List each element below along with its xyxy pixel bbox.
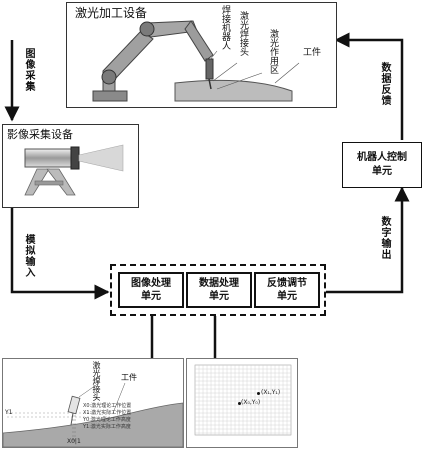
data-processing-unit: 数据处理 单元 (186, 272, 252, 308)
y-marker: Y1 (5, 409, 13, 416)
weld-scene-illustration (3, 382, 183, 447)
legend-line: X1:激光实际工作位置 (83, 410, 132, 416)
feedback-adjust-label-1: 反馈调节 (267, 278, 307, 289)
legend-line: Y0:激光理论工作高度 (83, 417, 131, 423)
coordinate-grid-panel: (X₁,Y₁) (X₀,Y₀) (186, 358, 298, 448)
laser-equipment-title: 激光加工设备 (75, 6, 148, 20)
feedback-adjust-label-2: 单元 (277, 291, 297, 302)
label-image-capture: 图像采集 (23, 48, 34, 92)
label-analog-input: 模拟输入 (23, 234, 34, 278)
robot-control-unit: 机器人控制 单元 (342, 142, 422, 188)
point-a-marker (257, 392, 260, 395)
robot-control-label-2: 单元 (372, 166, 392, 177)
coordinate-grid (194, 364, 292, 436)
laser-equipment-box: 激光加工设备 焊接机器人 激光焊接头 激光作用区 工件 (66, 2, 337, 108)
robot-control-label-1: 机器人控制 (357, 152, 407, 163)
x-marker: X0|1 (67, 438, 81, 445)
legend-line: Y1:激光实际工作高度 (83, 424, 131, 430)
workpiece-label: 工件 (303, 48, 322, 58)
point-a-label: (X₁,Y₁) (261, 389, 281, 396)
feedback-adjust-unit: 反馈调节 单元 (254, 272, 320, 308)
image-processing-unit: 图像处理 单元 (118, 272, 184, 308)
left-panel-workpiece-label: 工件 (121, 373, 137, 382)
point-b-marker (238, 402, 241, 405)
zone-label: 激光作用区 (268, 29, 278, 74)
robot-label: 焊接机器人 (220, 5, 230, 50)
camera-illustration (24, 144, 124, 196)
legend-block: X0:激光理论工作位置 X1:激光实际工作位置 Y0:激光理论工作高度 Y1:激… (83, 403, 131, 431)
point-b-label: (X₀,Y₀) (241, 399, 261, 406)
capture-device-box: 影像采集设备 (2, 124, 139, 208)
arrow-digital-output (322, 186, 410, 294)
captured-image-panel: 激光焊接头 工件 Y1 X0|1 X0:激光理论工作位置 X1:激光实际工作位置… (2, 358, 184, 448)
image-processing-label-1: 图像处理 (131, 278, 171, 289)
torch-label: 激光焊接头 (238, 11, 248, 56)
data-processing-label-2: 单元 (209, 291, 229, 302)
left-panel-torch-label: 激光焊接头 (92, 361, 101, 401)
arrow-analog-input (10, 208, 110, 300)
capture-device-title: 影像采集设备 (7, 128, 73, 141)
label-data-feedback: 数据反馈 (379, 62, 390, 106)
image-processing-label-2: 单元 (141, 291, 161, 302)
label-digital-output: 数字输出 (379, 216, 390, 260)
robot-arm-illustration (92, 20, 300, 102)
legend-line: X0:激光理论工作位置 (83, 403, 132, 409)
data-processing-label-1: 数据处理 (199, 278, 239, 289)
arrow-data-feedback (334, 32, 404, 140)
